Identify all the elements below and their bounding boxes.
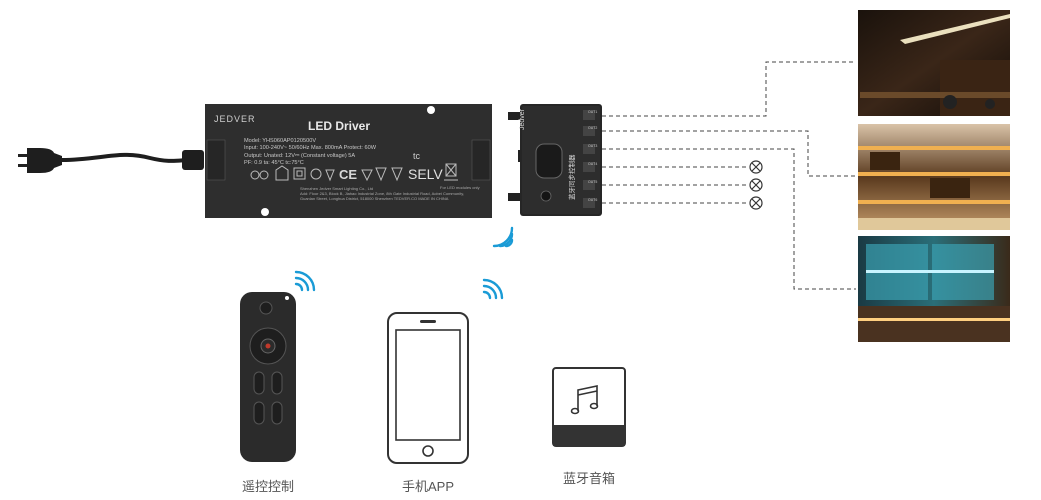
port-label: OUT2 xyxy=(588,126,598,130)
driver-spec-block: Model: YHS060AP0120500V Input: 100-240V~… xyxy=(244,138,444,168)
port-label: OUT3 xyxy=(588,144,598,148)
footer-line: Add: Floor 2&3, Block B, Jiahao Industri… xyxy=(300,191,465,196)
remote-caption: 遥控控制 xyxy=(241,479,294,494)
bluetooth-controller xyxy=(508,104,602,216)
app-signal-icon xyxy=(482,278,504,300)
lamp-x-icon xyxy=(749,160,763,210)
remote-signal-icon xyxy=(294,270,316,292)
port-label: OUT5 xyxy=(588,180,598,184)
footer-line: Guanlan Street, Longhua District, 518000… xyxy=(300,196,449,201)
driver-footer: Shenzhen Jedver Smart Lighting Co., Ltd … xyxy=(300,186,480,201)
spec-line: Output: Unated: 12V⎓ (Constant voltage) … xyxy=(244,152,356,159)
wireless-signal-icon xyxy=(492,226,514,248)
port-label: OUT4 xyxy=(588,162,598,166)
port-label: OUT1 xyxy=(588,110,598,114)
ce-mark: CE xyxy=(339,167,358,182)
led-only-note: For LED modules only xyxy=(440,185,480,190)
speaker-caption: 蓝牙音箱 xyxy=(562,471,615,486)
app-caption: 手机APP xyxy=(401,479,454,494)
smartphone xyxy=(387,312,469,464)
spec-line: PF: 0.9 ta: 45°C tc:75°C xyxy=(244,160,304,167)
spec-line: Input: 100-240V~ 50/60Hz Max. 800mA Prot… xyxy=(244,145,376,152)
selv-mark: SELV xyxy=(408,166,443,182)
power-plug-icon xyxy=(18,148,204,173)
receiver-brand: Jedver xyxy=(519,108,526,130)
music-note-icon xyxy=(570,385,599,415)
footer-line: Shenzhen Jedver Smart Lighting Co., Ltd xyxy=(300,186,374,191)
room-photo-warm-shelves xyxy=(858,124,1010,230)
tc-mark: tc xyxy=(413,151,421,161)
spec-line: Model: YHS060AP0120500V xyxy=(244,138,317,144)
driver-title: LED Driver xyxy=(308,119,371,133)
led-driver-unit xyxy=(205,104,492,218)
driver-brand: JEDVER xyxy=(214,114,256,124)
room-photo-dark-wood xyxy=(858,10,1010,116)
connection-lines xyxy=(602,61,856,290)
port-label: OUT6 xyxy=(588,198,598,202)
certification-marks xyxy=(250,163,458,182)
receiver-channel-text: 蓝牙同步控制器 xyxy=(569,154,576,201)
bluetooth-speaker xyxy=(552,367,626,447)
room-photo-glass-cabinet xyxy=(858,236,1010,342)
remote-control xyxy=(240,292,296,462)
output-ports xyxy=(583,110,595,208)
